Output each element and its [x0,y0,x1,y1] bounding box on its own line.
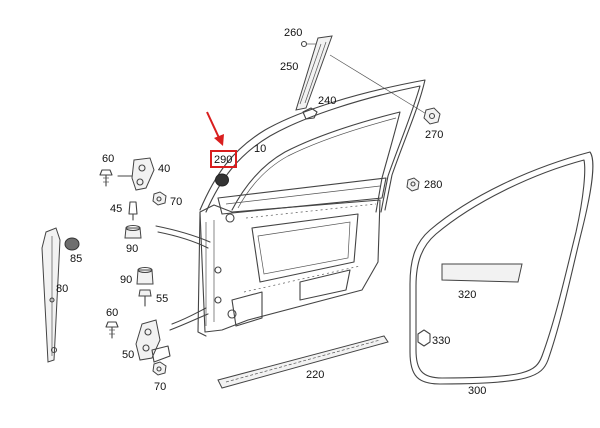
nut-280[interactable] [406,177,420,192]
seal-strip-80[interactable] [41,227,61,363]
plug-85[interactable] [64,237,80,251]
bolt-55[interactable] [138,289,152,307]
callout-70-lower: 70 [154,381,166,393]
callout-290: 290 [214,154,232,166]
callout-80: 80 [56,283,68,295]
check-strap-arm[interactable] [155,225,211,243]
callout-320: 320 [458,289,476,301]
screw-260[interactable] [300,40,317,48]
bushing-90-lower[interactable] [136,266,154,285]
callout-40: 40 [158,163,170,175]
bushing-90-upper[interactable] [124,224,142,239]
highlight-box-290 [210,150,237,168]
pin-45[interactable] [128,201,138,221]
callout-55: 55 [156,293,168,305]
leader-line-270 [329,54,429,116]
callout-280: 280 [424,179,442,191]
callout-260: 260 [284,27,302,39]
callout-85: 85 [70,253,82,265]
callout-300: 300 [468,385,486,397]
highlight-arrow [206,111,224,146]
callout-220: 220 [306,369,324,381]
hinge-50-lower[interactable] [135,319,171,363]
callout-50: 50 [122,349,134,361]
frame-trim-strip[interactable] [295,35,333,111]
callout-330: 330 [432,335,450,347]
callout-70-upper: 70 [170,196,182,208]
clip-330[interactable] [417,329,431,347]
callout-90-upper: 90 [126,243,138,255]
callout-60-lower: 60 [106,307,118,319]
sill-trim-220[interactable] [217,335,389,389]
callout-250: 250 [280,61,298,73]
bolt-60-upper[interactable] [99,169,113,187]
door-shell[interactable] [197,79,426,337]
callout-60-upper: 60 [102,153,114,165]
callout-270: 270 [425,129,443,141]
hinge-40-upper[interactable] [117,157,155,191]
door-seal-300[interactable] [409,151,594,385]
nut-270[interactable] [423,107,441,125]
callout-90-lower: 90 [120,274,132,286]
nut-70-upper[interactable] [152,191,167,206]
label-sticker-320[interactable] [441,263,523,283]
callout-10: 10 [254,143,266,155]
hinge-arm-lower [169,313,209,331]
callout-240: 240 [318,95,336,107]
plug-290[interactable] [215,173,229,187]
callout-45: 45 [110,203,122,215]
bolt-60-lower[interactable] [105,321,119,339]
nut-70-lower[interactable] [152,361,167,376]
